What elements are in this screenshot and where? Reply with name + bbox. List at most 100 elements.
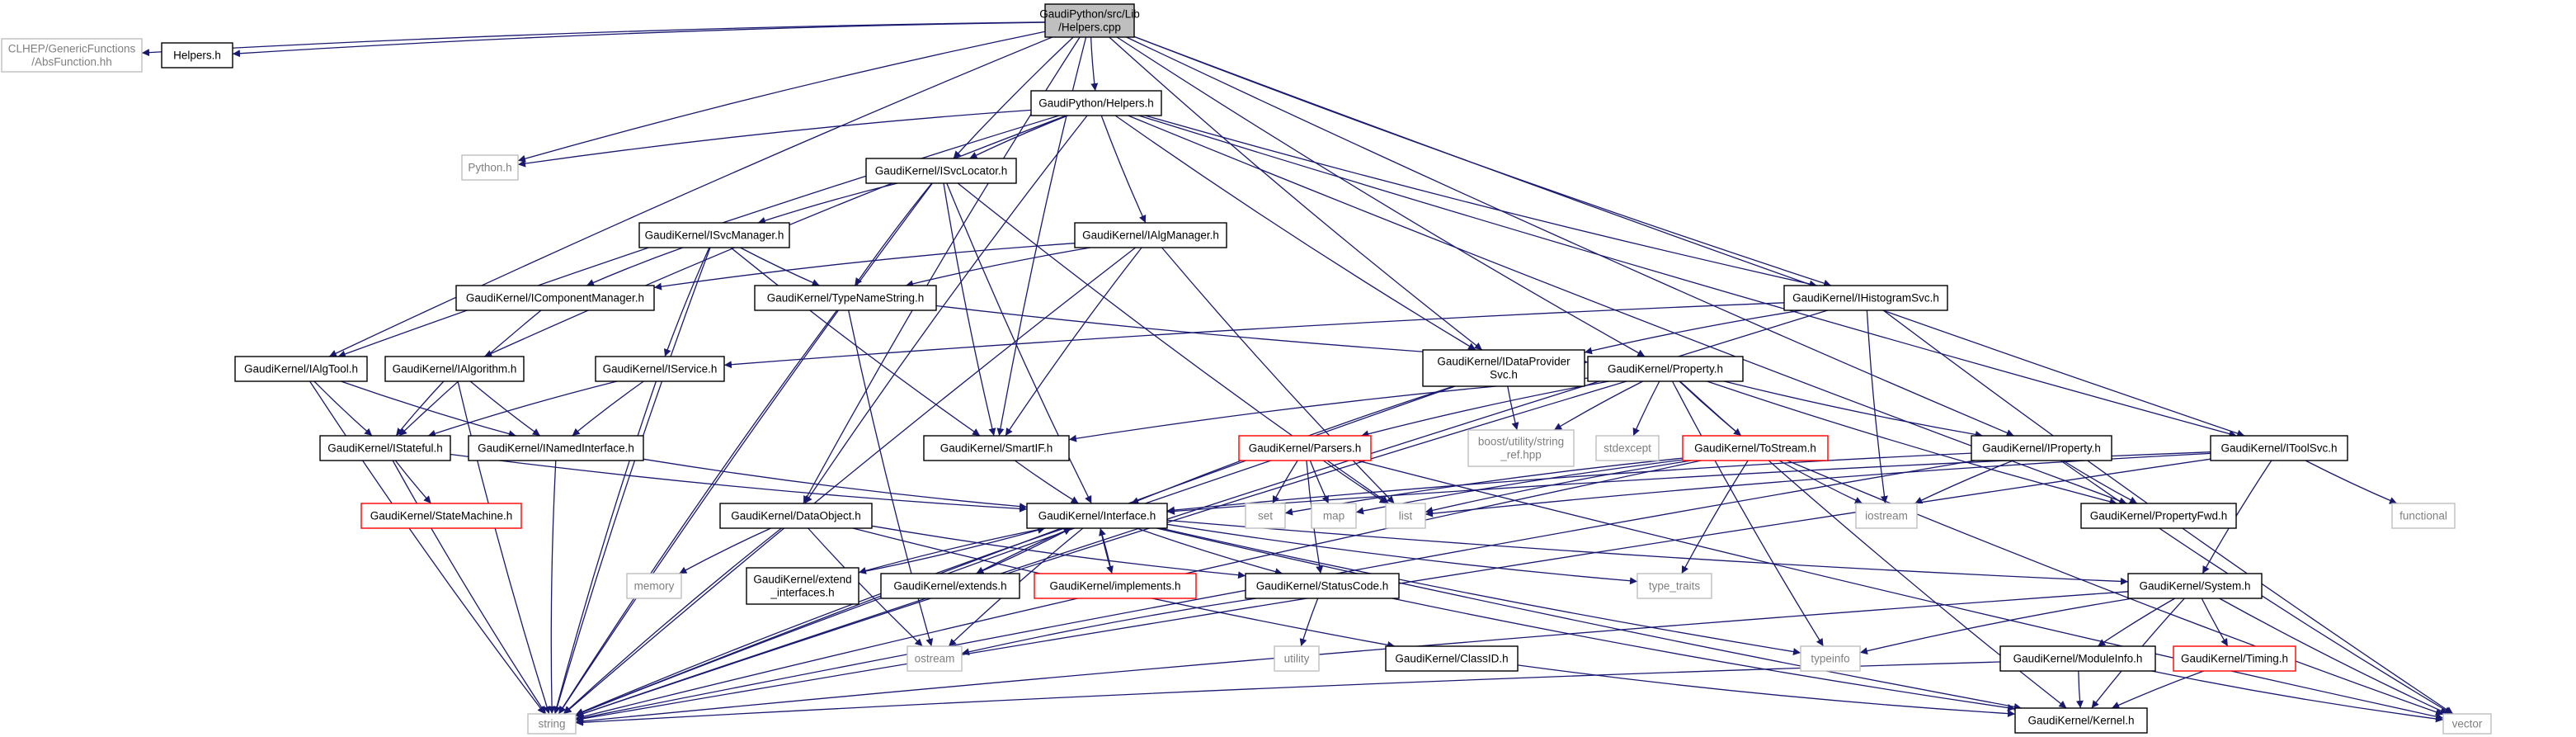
edge-root-to-isvclocator — [953, 36, 1074, 159]
edge-root-to-gp_helpers — [1090, 36, 1099, 92]
node-ialgtool[interactable]: GaudiKernel/IAlgTool.h — [234, 356, 368, 382]
node-label: GaudiKernel/IAlgManager.h — [1082, 229, 1219, 242]
edge-property-to-typeinfo — [1671, 380, 1825, 647]
node-box — [1855, 503, 1918, 529]
node-stdexcept: stdexcept — [1595, 435, 1660, 461]
node-gp_helpers[interactable]: GaudiPython/Helpers.h — [1030, 90, 1162, 116]
node-box — [1074, 222, 1227, 248]
node-root[interactable]: GaudiPython/src/Lib/Helpers.cpp — [1039, 3, 1140, 38]
node-inamedinterface[interactable]: GaudiKernel/INamedInterface.h — [468, 435, 644, 461]
edge-isvclocator-to-smartif — [943, 182, 996, 437]
node-tostream[interactable]: GaudiKernel/ToStream.h — [1682, 435, 1829, 461]
edge-ialgtool-to-istateful — [313, 380, 373, 437]
node-box — [2442, 713, 2492, 735]
node-label: CLHEP/GenericFunctions — [8, 43, 136, 55]
node-label: /AbsFunction.hh — [31, 56, 112, 69]
edge-isvcmanager-to-iservice — [663, 247, 710, 357]
node-label: GaudiKernel/IProperty.h — [1982, 442, 2101, 455]
node-label: GaudiKernel/IStateful.h — [327, 442, 443, 455]
node-ialgorithm[interactable]: GaudiKernel/IAlgorithm.h — [384, 356, 525, 382]
edge-idataprovidersvc-to-boost_string_ref — [1507, 385, 1519, 431]
node-parsers[interactable]: GaudiKernel/Parsers.h — [1238, 435, 1372, 461]
node-itoolsvc[interactable]: GaudiKernel/IToolSvc.h — [2210, 435, 2348, 461]
node-label: GaudiKernel/Property.h — [1608, 363, 1723, 376]
node-isvclocator[interactable]: GaudiKernel/ISvcLocator.h — [865, 158, 1017, 184]
node-box — [468, 435, 644, 461]
node-moduleinfo[interactable]: GaudiKernel/ModuleInfo.h — [1999, 645, 2156, 672]
node-label: GaudiKernel/IComponentManager.h — [466, 292, 644, 305]
node-ostream: ostream — [907, 645, 963, 672]
edge-interface-to-system — [1166, 519, 2129, 585]
edge-root-to-iproperty — [1126, 36, 2014, 437]
node-box — [1999, 645, 2156, 672]
node-label: utility — [1284, 653, 1310, 665]
node-typenamestring[interactable]: GaudiKernel/TypeNameString.h — [754, 285, 937, 311]
node-box — [1238, 435, 1372, 461]
node-dataobject[interactable]: GaudiKernel/DataObject.h — [719, 503, 873, 529]
node-label: _ref.hpp — [1500, 449, 1542, 461]
node-propertyfwd[interactable]: GaudiKernel/PropertyFwd.h — [2080, 503, 2237, 529]
edge-iproperty-to-iostream — [1914, 460, 2013, 504]
node-box — [865, 158, 1017, 184]
edge-property-to-parsers — [1361, 380, 1609, 438]
node-box — [754, 285, 937, 311]
node-implements[interactable]: GaudiKernel/implements.h — [1034, 573, 1197, 599]
node-statemachine[interactable]: GaudiKernel/StateMachine.h — [360, 503, 522, 529]
edge-tostream-to-list — [1425, 460, 1692, 514]
node-helpers_h[interactable]: Helpers.h — [161, 42, 233, 69]
node-label: GaudiKernel/Interface.h — [1038, 510, 1156, 522]
node-typeinfo: typeinfo — [1800, 645, 1861, 672]
node-map: map — [1311, 503, 1357, 529]
node-box — [1422, 349, 1585, 387]
edge-parsers-to-vector — [1357, 460, 2444, 720]
node-statuscode[interactable]: GaudiKernel/StatusCode.h — [1245, 573, 1400, 599]
node-classid[interactable]: GaudiKernel/ClassID.h — [1385, 645, 1519, 672]
node-label: GaudiKernel/extend — [753, 574, 851, 586]
edge-system-to-moduleinfo — [2097, 598, 2176, 647]
node-property[interactable]: GaudiKernel/Property.h — [1587, 356, 1744, 382]
node-type_traits: type_traits — [1636, 573, 1712, 599]
node-label: GaudiKernel/StatusCode.h — [1256, 580, 1389, 593]
node-absfunction: CLHEP/GenericFunctions/AbsFunction.hh — [1, 38, 143, 73]
edge-typenamestring-to-ostream — [848, 309, 934, 647]
node-ialgmanager[interactable]: GaudiKernel/IAlgManager.h — [1074, 222, 1227, 248]
node-box — [455, 285, 655, 311]
edge-isvcmanager-to-typenamestring — [740, 247, 820, 286]
node-label: GaudiKernel/TypeNameString.h — [767, 292, 925, 305]
edge-isvcmanager-to-icomponentmanager — [586, 247, 684, 286]
node-interface[interactable]: GaudiKernel/Interface.h — [1026, 503, 1168, 529]
node-label: functional — [2399, 510, 2447, 522]
node-label: GaudiKernel/Kernel.h — [2027, 715, 2134, 727]
edge-root-to-helpers_h — [232, 21, 1046, 58]
edge-isvclocator-to-isvcmanager — [757, 182, 898, 224]
node-icomponentmanager[interactable]: GaudiKernel/IComponentManager.h — [455, 285, 655, 311]
node-label: type_traits — [1649, 580, 1701, 593]
node-vector: vector — [2442, 713, 2492, 735]
node-kernel[interactable]: GaudiKernel/Kernel.h — [2014, 707, 2148, 734]
node-istateful[interactable]: GaudiKernel/IStateful.h — [319, 435, 451, 461]
edge-interface-to-statuscode — [1136, 527, 1283, 575]
node-system[interactable]: GaudiKernel/System.h — [2127, 573, 2263, 599]
node-box — [2173, 645, 2296, 672]
node-label: GaudiKernel/IService.h — [603, 363, 718, 376]
edge-system-to-typeinfo — [1859, 598, 2133, 655]
node-ihistogramsvc[interactable]: GaudiKernel/IHistogramSvc.h — [1783, 285, 1948, 311]
node-iservice[interactable]: GaudiKernel/IService.h — [595, 356, 725, 382]
edge-moduleinfo-to-kernel — [2075, 670, 2084, 709]
node-smartif[interactable]: GaudiKernel/SmartIF.h — [923, 435, 1070, 461]
node-label: typeinfo — [1811, 653, 1849, 665]
node-isvcmanager[interactable]: GaudiKernel/ISvcManager.h — [638, 222, 790, 248]
edge-implements-to-interface — [1099, 527, 1113, 574]
node-extends[interactable]: GaudiKernel/extends.h — [880, 573, 1020, 599]
node-box — [461, 154, 519, 181]
edge-smartif-to-interface — [1014, 460, 1080, 504]
node-extend_interfaces[interactable]: GaudiKernel/extend_interfaces.h — [746, 567, 859, 605]
edge-itoolsvc-to-functional — [2305, 460, 2398, 504]
node-label: map — [1323, 510, 1345, 522]
node-timing[interactable]: GaudiKernel/Timing.h — [2173, 645, 2296, 672]
node-iproperty[interactable]: GaudiKernel/IProperty.h — [1971, 435, 2112, 461]
edge-interface-to-kernel — [1156, 527, 2022, 711]
edge-ialgmanager-to-typenamestring — [905, 247, 1091, 288]
